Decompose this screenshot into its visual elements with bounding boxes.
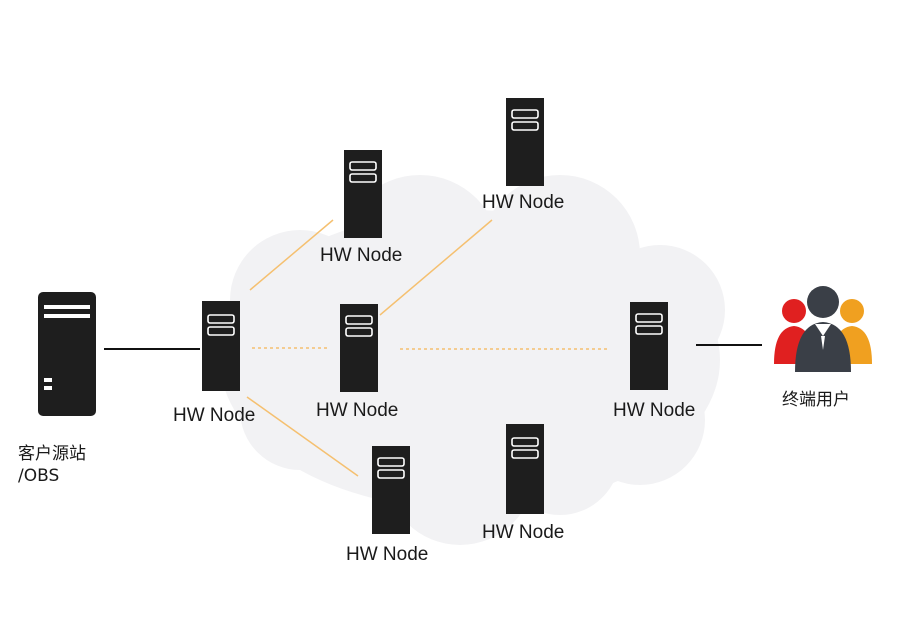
- server-icon: [506, 424, 544, 514]
- server-icon: [202, 301, 240, 391]
- origin-label: 客户源站 /OBS: [18, 443, 86, 487]
- link-edge-to-bottom-left: [246, 396, 359, 477]
- users-label: 终端用户: [782, 390, 850, 410]
- origin-server-icon: [38, 292, 96, 416]
- link-edge-to-upper-left: [249, 219, 334, 291]
- node-label-center: HW Node: [316, 400, 399, 421]
- server-icon: [506, 98, 544, 186]
- origin-label-line2: /OBS: [18, 466, 60, 486]
- node-label-top: HW Node: [482, 192, 565, 213]
- origin-label-line1: 客户源站: [18, 444, 86, 464]
- mesh-links: [246, 219, 610, 477]
- node-label-bottom-right: HW Node: [482, 522, 565, 543]
- server-icon: [340, 304, 378, 392]
- node-label-right: HW Node: [613, 400, 696, 421]
- server-icon: [344, 150, 382, 238]
- link-center-to-top: [379, 219, 493, 316]
- node-label-bottom-left: HW Node: [346, 544, 429, 565]
- user-group-icon: [774, 286, 872, 372]
- server-icon: [630, 302, 668, 390]
- node-label-edge: HW Node: [173, 405, 256, 426]
- server-icon: [372, 446, 410, 534]
- node-label-upper-left: HW Node: [320, 245, 403, 266]
